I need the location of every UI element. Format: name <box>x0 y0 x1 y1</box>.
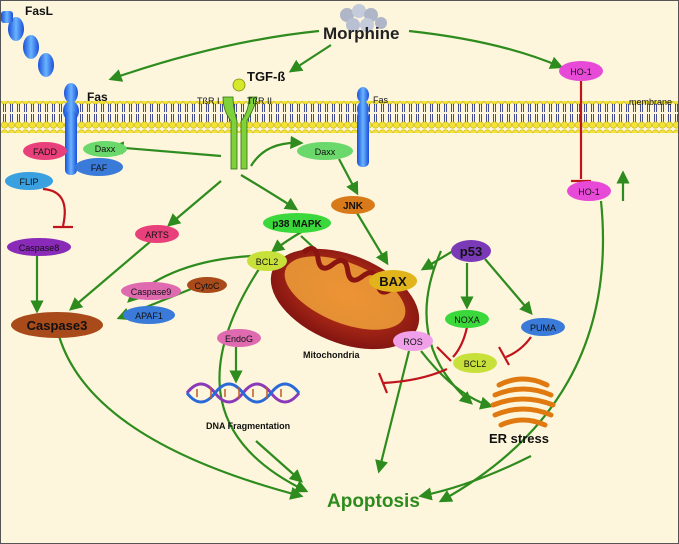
svg-text:Caspase9: Caspase9 <box>131 287 172 297</box>
svg-text:Daxx: Daxx <box>95 144 116 154</box>
tgf-receptor <box>222 78 258 170</box>
svg-text:Daxx: Daxx <box>315 147 336 157</box>
svg-text:NOXA: NOXA <box>454 315 480 325</box>
svg-text:p53: p53 <box>460 244 482 259</box>
node-cytoc: CytoC <box>187 277 227 293</box>
arrow-tbr-daxx <box>110 141 222 158</box>
arrow-tbr-daxx-right <box>250 135 304 167</box>
node-ros: ROS <box>393 331 433 351</box>
fas-receptor-right <box>357 87 369 167</box>
node-flip: FLIP <box>5 172 53 190</box>
dna-label: DNA Fragmentation <box>206 421 290 431</box>
arrow-jnk-bax <box>356 212 389 266</box>
svg-text:CytoC: CytoC <box>194 281 220 291</box>
node-ho1-bottom: HO-1 <box>567 181 611 201</box>
er-label: ER stress <box>489 431 549 446</box>
arrow-daxx-jnk <box>338 158 359 196</box>
morphine-title: Morphine <box>323 24 400 43</box>
apoptosis-label: Apoptosis <box>327 491 420 512</box>
node-ho1-top: HO-1 <box>559 61 603 81</box>
svg-text:FLIP: FLIP <box>19 177 38 187</box>
node-daxx-right: Daxx <box>297 142 353 160</box>
svg-text:HO-1: HO-1 <box>570 67 592 77</box>
svg-text:BCL2: BCL2 <box>256 257 279 267</box>
node-p53: p53 <box>451 240 491 262</box>
fasl-label: FasL <box>25 4 53 18</box>
node-fadd: FADD <box>23 142 67 160</box>
node-daxx-left: Daxx <box>83 141 127 157</box>
svg-text:JNK: JNK <box>343 201 364 212</box>
arrow-ho1-apoptosis <box>438 200 605 503</box>
fas-left-label: Fas <box>87 90 108 104</box>
node-bcl2-top: BCL2 <box>247 251 287 271</box>
inhibition-lines <box>42 81 591 394</box>
tgf-label: TGF-ß <box>247 69 285 84</box>
svg-text:Caspase3: Caspase3 <box>27 318 88 333</box>
inhibit-puma-bcl2 <box>505 336 532 359</box>
node-caspase3: Caspase3 <box>11 312 103 338</box>
fasl-receptor-left <box>1 11 54 77</box>
er-icon <box>490 376 556 428</box>
inhibit-flip-caspase8 <box>42 187 66 227</box>
arrow-morphine-ho1 <box>408 29 564 69</box>
node-noxa: NOXA <box>445 310 489 328</box>
svg-text:EndoG: EndoG <box>225 334 253 344</box>
arrow-tbr-arts <box>166 180 222 227</box>
membrane-label: membrane <box>629 97 672 107</box>
arrow-morphine-tgf <box>288 44 332 73</box>
inhibit-bcl2-ros <box>382 368 448 385</box>
tbr1-label: TßR I <box>197 96 220 106</box>
node-p38-mapk: p38 MAPK <box>263 213 331 233</box>
activation-arrows <box>30 29 630 503</box>
arrow-dna-apoptosis <box>255 440 303 483</box>
node-puma: PUMA <box>521 318 565 336</box>
svg-text:BAX: BAX <box>379 274 407 289</box>
tbr2-label: TßR II <box>247 96 272 106</box>
arrow-p38-bcl2 <box>270 230 304 253</box>
arrow-p53-puma <box>484 258 533 316</box>
node-caspase8: Caspase8 <box>7 238 71 256</box>
node-apaf1: APAF1 <box>123 306 175 324</box>
morphine-molecule-icon <box>340 4 387 32</box>
node-bcl2-right: BCL2 <box>453 353 497 373</box>
svg-text:ARTS: ARTS <box>145 230 169 240</box>
arrow-ros-apoptosis <box>375 350 411 474</box>
svg-text:p38 MAPK: p38 MAPK <box>272 219 322 230</box>
node-caspase9: Caspase9 <box>121 282 181 300</box>
node-jnk: JNK <box>331 196 375 214</box>
svg-text:HO-1: HO-1 <box>578 187 600 197</box>
svg-text:ROS: ROS <box>403 337 423 347</box>
svg-text:BCL2: BCL2 <box>464 359 487 369</box>
arrow-er-apoptosis <box>418 455 532 501</box>
node-endog: EndoG <box>217 329 261 347</box>
node-arts: ARTS <box>135 225 179 243</box>
mitochondria-label: Mitochondria <box>303 350 360 360</box>
svg-text:FAF: FAF <box>91 163 108 173</box>
arrow-caspase3-apoptosis <box>57 335 304 500</box>
arrow-morphine-fas <box>108 29 320 82</box>
svg-text:FADD: FADD <box>33 147 58 157</box>
arrow-p53-er <box>425 250 473 405</box>
node-bax: BAX <box>369 270 417 292</box>
fas-receptor-left <box>63 83 79 175</box>
dna-helix-icon <box>185 382 301 404</box>
svg-text:APAF1: APAF1 <box>135 311 163 321</box>
cell-membrane <box>1 101 678 133</box>
inhibit-noxa-bcl2 <box>452 326 469 358</box>
svg-text:Caspase8: Caspase8 <box>19 243 60 253</box>
arrow-arts-caspase3 <box>68 240 152 311</box>
arrow-tbr-p38 <box>240 174 299 211</box>
fas-right-label: Fas <box>373 95 389 105</box>
node-faf: FAF <box>75 158 123 176</box>
svg-text:PUMA: PUMA <box>530 323 556 333</box>
